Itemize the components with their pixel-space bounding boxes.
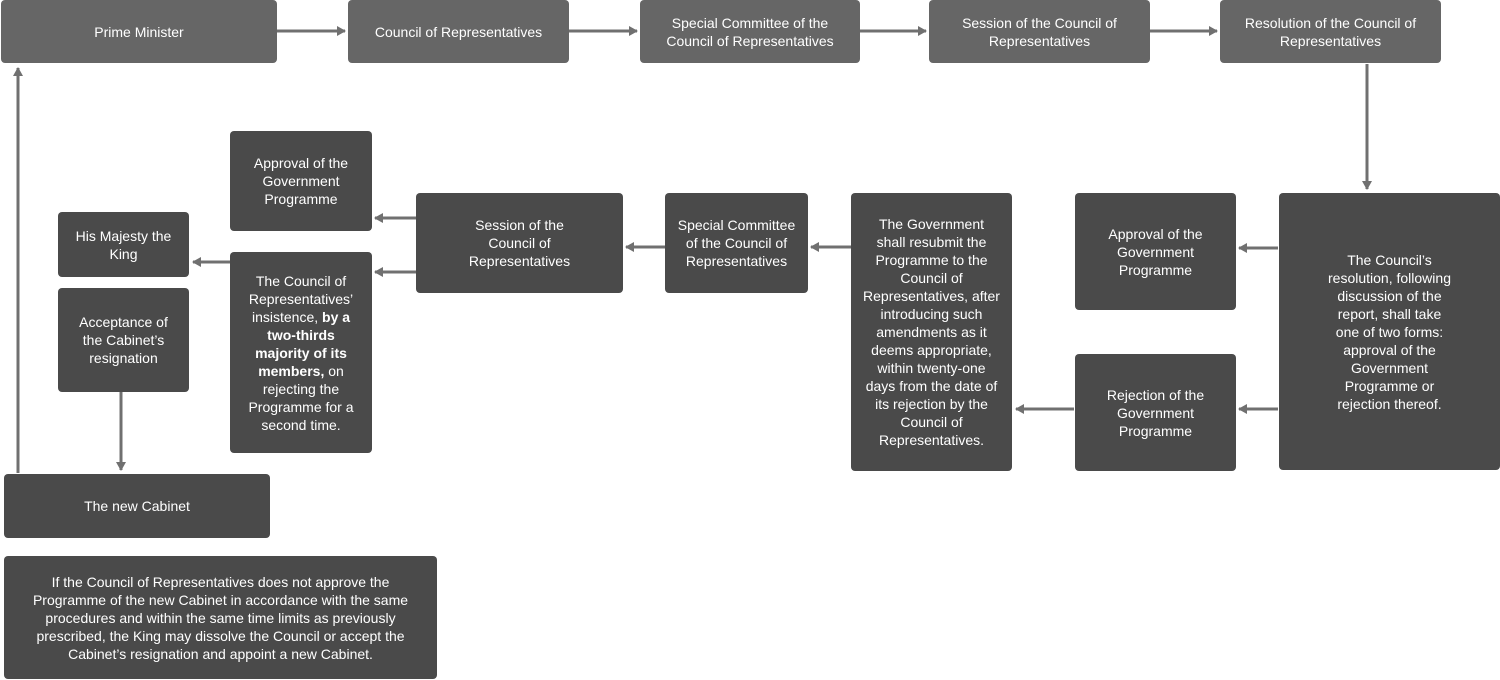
resubmit-box: The Government shall resubmit the Progra… [851, 193, 1012, 471]
session-top-box: Session of the Council of Representative… [929, 0, 1150, 63]
prime-minister-box: Prime Minister [1, 0, 277, 63]
footnote-text: If the Council of Representatives does n… [32, 573, 409, 662]
rejection-right-label: Rejection of the Government Programme [1106, 386, 1205, 439]
insistence-pre: The Council of Representatives’ insisten… [248, 272, 354, 325]
resolution-box: Resolution of the Council of Representat… [1220, 0, 1441, 63]
footnote-box: If the Council of Representatives does n… [4, 556, 437, 679]
insistence-text: The Council of Representatives’ insisten… [240, 272, 362, 434]
special-committee-top-box: Special Committee of the Council of Repr… [640, 0, 860, 63]
insistence-post: on rejecting the Programme for a second … [248, 362, 354, 433]
session-top-label: Session of the Council of Representative… [962, 14, 1117, 49]
council-of-representatives-label: Council of Representatives [374, 23, 543, 40]
special-committee-top-label: Special Committee of the Council of Repr… [666, 14, 834, 49]
insistence-bold: by a two-thirds majority of its members, [255, 308, 351, 379]
prime-minister-label: Prime Minister [94, 23, 184, 40]
approval-right-label: Approval of the Government Programme [1108, 225, 1203, 278]
new-cabinet-box: The new Cabinet [4, 474, 270, 538]
new-cabinet-label: The new Cabinet [84, 498, 190, 514]
session-mid-label: Session of the Council of Representative… [468, 217, 571, 269]
approval-left-label: Approval of the Government Programme [253, 155, 349, 207]
acceptance-label: Acceptance of the Cabinet’s resignation [79, 314, 168, 366]
resolution-label: Resolution of the Council of Representat… [1244, 14, 1417, 49]
session-mid-box: Session of the Council of Representative… [416, 193, 623, 293]
approval-left-box: Approval of the Government Programme [230, 131, 372, 231]
special-committee-mid-box: Special Committee of the Council of Repr… [665, 193, 808, 293]
his-majesty-label: His Majesty the King [75, 227, 172, 262]
rejection-right-box: Rejection of the Government Programme [1075, 354, 1236, 471]
council-resolution-forms-label: The Council’s resolution, following disc… [1328, 251, 1451, 412]
acceptance-box: Acceptance of the Cabinet’s resignation [58, 288, 189, 392]
council-of-representatives-box: Council of Representatives [348, 0, 569, 63]
insistence-box: The Council of Representatives’ insisten… [230, 252, 372, 453]
his-majesty-box: His Majesty the King [58, 212, 189, 277]
special-committee-mid-label: Special Committee of the Council of Repr… [677, 217, 796, 269]
resubmit-label: The Government shall resubmit the Progra… [863, 216, 1000, 448]
council-resolution-forms-box: The Council’s resolution, following disc… [1279, 193, 1500, 470]
approval-right-box: Approval of the Government Programme [1075, 193, 1236, 310]
